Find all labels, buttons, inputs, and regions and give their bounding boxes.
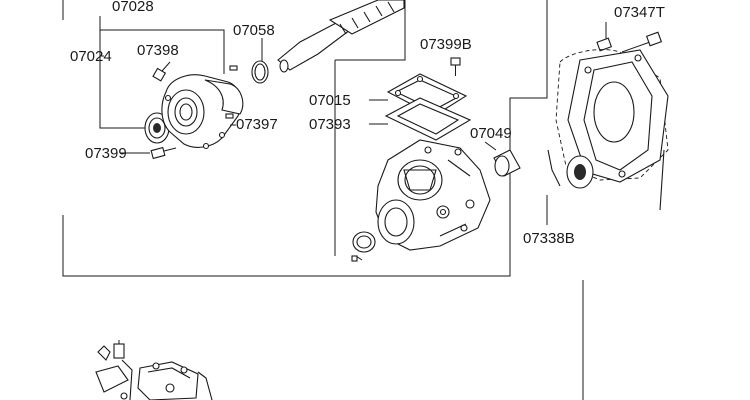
label-07399: 07399 — [85, 145, 127, 162]
label-07058: 07058 — [233, 22, 275, 39]
bolt-07399B — [450, 57, 461, 76]
label-07393: 07393 — [309, 116, 351, 133]
bracket-07028 — [99, 16, 225, 129]
o-ring-07058 — [251, 38, 269, 84]
label-07049: 07049 — [470, 125, 512, 142]
label-07015: 07015 — [309, 92, 351, 109]
label-07397: 07397 — [236, 116, 278, 133]
label-07399B: 07399B — [420, 36, 472, 53]
bellhousing-07338B — [547, 49, 669, 211]
label-07347T: 07347T — [614, 4, 665, 21]
bolt-07347T — [596, 22, 663, 53]
case-body — [375, 139, 491, 251]
gasket-07393 — [369, 97, 472, 141]
callout-labels: 07028 07024 07398 07058 07397 07399 0739… — [70, 0, 665, 247]
pins-housing — [225, 65, 238, 119]
secondary-diagram — [95, 340, 213, 400]
label-07338B: 07338B — [523, 230, 575, 247]
shaft — [277, 0, 405, 73]
bolt-07399 — [120, 146, 177, 160]
housing-07397 — [161, 74, 244, 150]
label-07398: 07398 — [137, 42, 179, 59]
label-07028: 07028 — [112, 0, 154, 15]
frame-lines — [62, 0, 584, 400]
bushing-07049 — [484, 141, 521, 177]
pin-07398 — [152, 61, 171, 82]
label-07024: 07024 — [70, 48, 112, 65]
case-seal — [351, 231, 376, 262]
